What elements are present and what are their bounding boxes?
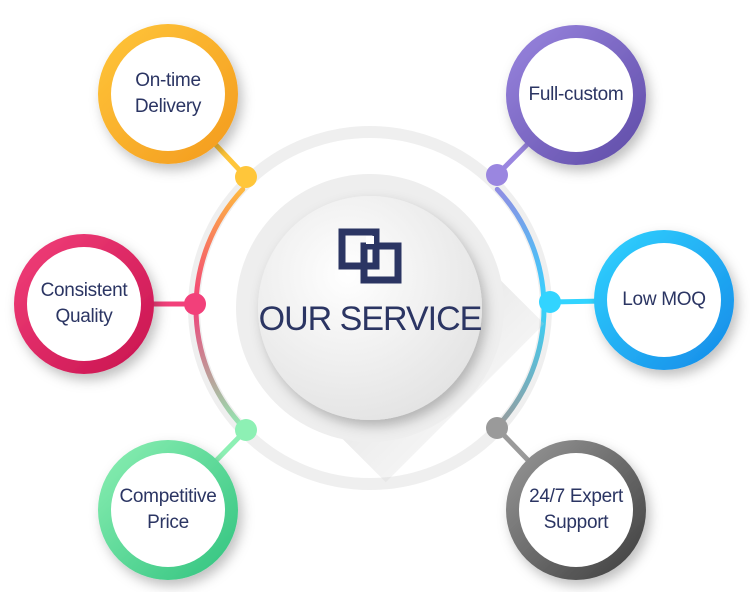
ring-arc <box>494 305 547 430</box>
node-inner-low-moq <box>607 243 721 357</box>
interlocking-squares-icon <box>338 228 402 284</box>
center-title: OUR SERVICE <box>258 300 483 339</box>
ring-dot-consistent-quality <box>184 293 206 315</box>
ring-dot-support <box>486 417 508 439</box>
label-support: 24/7 Expert Support <box>529 486 623 533</box>
ring-dot-competitive-price <box>235 419 257 441</box>
node-inner-competitive-price <box>111 453 225 567</box>
node-inner-full-custom <box>519 38 633 152</box>
ring-dot-full-custom <box>486 164 508 186</box>
label-competitive-price: Competitive Price <box>119 486 217 533</box>
ring-arc <box>193 305 246 430</box>
label-consistent-quality: Consistent Quality <box>40 280 128 327</box>
ring-dot-low-moq <box>539 291 561 313</box>
ring-dot-on-time-delivery <box>235 166 257 188</box>
node-inner-support <box>519 453 633 567</box>
node-inner-on-time-delivery <box>111 37 225 151</box>
label-low-moq: Low MOQ <box>622 289 706 311</box>
label-full-custom: Full-custom <box>528 84 624 106</box>
node-inner-consistent-quality <box>27 247 141 361</box>
center-circle <box>258 196 482 420</box>
label-on-time-delivery: On-time Delivery <box>134 70 202 117</box>
